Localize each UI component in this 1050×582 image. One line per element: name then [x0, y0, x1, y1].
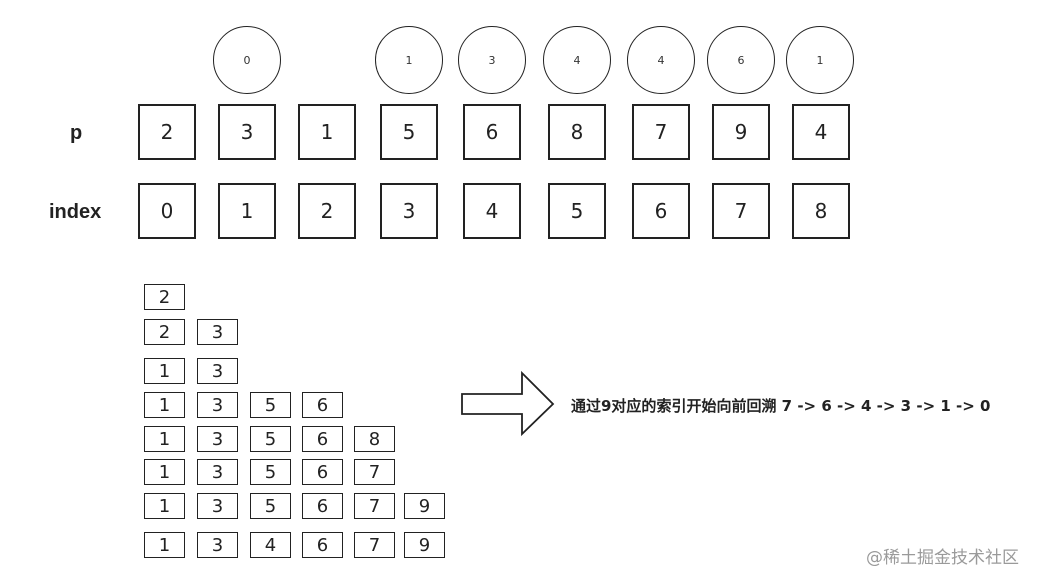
- right-arrow-icon: [461, 370, 555, 437]
- watermark: @稀土掘金技术社区: [866, 548, 1019, 568]
- sequence-cell: 5: [250, 459, 291, 485]
- p-cell: 3: [218, 104, 276, 160]
- index-cell: 5: [548, 183, 606, 239]
- sequence-cell: 2: [144, 319, 185, 345]
- sequence-cell: 3: [197, 392, 238, 418]
- sequence-cell: 1: [144, 358, 185, 384]
- circle-node: 3: [458, 26, 526, 94]
- sequence-cell: 6: [302, 532, 343, 558]
- p-cell: 6: [463, 104, 521, 160]
- sequence-cell: 4: [250, 532, 291, 558]
- sequence-cell: 3: [197, 319, 238, 345]
- index-cell: 2: [298, 183, 356, 239]
- circle-value: 4: [657, 53, 665, 67]
- index-cell: 1: [218, 183, 276, 239]
- circle-value: 0: [243, 53, 251, 67]
- circle-value: 4: [573, 53, 581, 67]
- sequence-cell: 5: [250, 392, 291, 418]
- sequence-cell: 1: [144, 392, 185, 418]
- sequence-cell: 7: [354, 532, 395, 558]
- index-cell: 7: [712, 183, 770, 239]
- circle-node: 4: [627, 26, 695, 94]
- sequence-cell: 6: [302, 459, 343, 485]
- sequence-cell: 1: [144, 459, 185, 485]
- sequence-cell: 6: [302, 392, 343, 418]
- sequence-cell: 8: [354, 426, 395, 452]
- circle-node: 0: [213, 26, 281, 94]
- p-cell: 4: [792, 104, 850, 160]
- sequence-cell: 1: [144, 493, 185, 519]
- circle-node: 1: [375, 26, 443, 94]
- circle-node: 4: [543, 26, 611, 94]
- sequence-cell: 3: [197, 532, 238, 558]
- circle-value: 1: [816, 53, 824, 67]
- sequence-cell: 3: [197, 459, 238, 485]
- sequence-cell: 5: [250, 426, 291, 452]
- p-cell: 5: [380, 104, 438, 160]
- p-cell: 2: [138, 104, 196, 160]
- sequence-cell: 9: [404, 532, 445, 558]
- circle-node: 1: [786, 26, 854, 94]
- sequence-cell: 5: [250, 493, 291, 519]
- index-cell: 0: [138, 183, 196, 239]
- sequence-cell: 7: [354, 459, 395, 485]
- sequence-cell: 6: [302, 493, 343, 519]
- sequence-cell: 2: [144, 284, 185, 310]
- p-cell: 1: [298, 104, 356, 160]
- p-cell: 8: [548, 104, 606, 160]
- p-cell: 7: [632, 104, 690, 160]
- index-row-label: index: [49, 201, 102, 223]
- index-cell: 6: [632, 183, 690, 239]
- p-cell: 9: [712, 104, 770, 160]
- sequence-cell: 3: [197, 426, 238, 452]
- circle-node: 6: [707, 26, 775, 94]
- backtrack-caption: 通过9对应的索引开始向前回溯 7 -> 6 -> 4 -> 3 -> 1 -> …: [571, 397, 991, 415]
- circle-value: 3: [488, 53, 496, 67]
- sequence-cell: 3: [197, 358, 238, 384]
- sequence-cell: 1: [144, 532, 185, 558]
- index-cell: 8: [792, 183, 850, 239]
- p-row-label: p: [70, 122, 83, 144]
- circle-value: 6: [737, 53, 745, 67]
- circle-value: 1: [405, 53, 413, 67]
- sequence-cell: 6: [302, 426, 343, 452]
- sequence-cell: 7: [354, 493, 395, 519]
- index-cell: 4: [463, 183, 521, 239]
- sequence-cell: 3: [197, 493, 238, 519]
- sequence-cell: 9: [404, 493, 445, 519]
- sequence-cell: 1: [144, 426, 185, 452]
- index-cell: 3: [380, 183, 438, 239]
